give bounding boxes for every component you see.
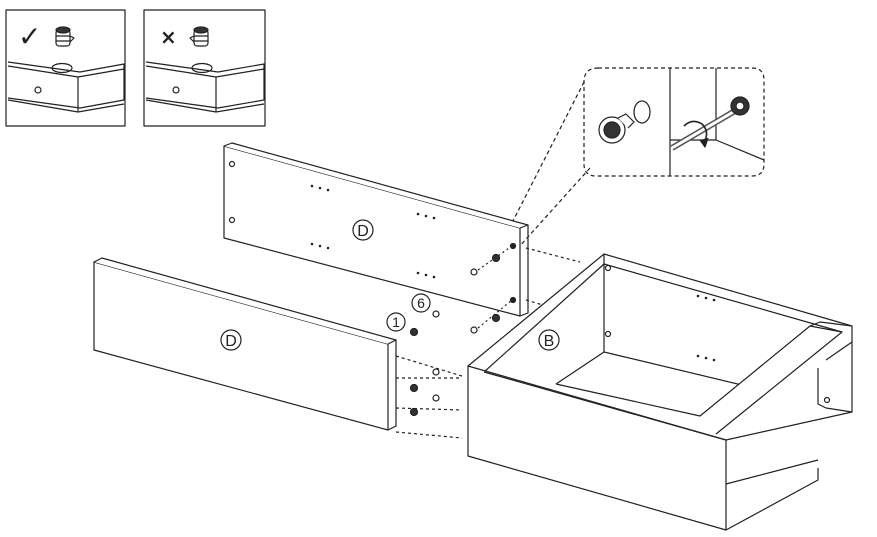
front-panel-connectors bbox=[395, 355, 463, 439]
part-callouts: 1 6 bbox=[386, 293, 440, 337]
detail-callout bbox=[583, 67, 765, 177]
back-panel-d: D bbox=[223, 142, 529, 317]
label-front-panel: D bbox=[225, 333, 237, 350]
cross-mark: × bbox=[160, 25, 177, 49]
label-part-1: 1 bbox=[392, 314, 400, 330]
inset-wrong-orientation: × bbox=[143, 9, 266, 127]
cam-lock-detail-icon bbox=[598, 113, 635, 144]
label-back-panel: D bbox=[357, 223, 369, 240]
check-mark: ✓ bbox=[18, 20, 41, 53]
cam-lock-icon bbox=[189, 26, 209, 47]
screwdriver-icon bbox=[670, 96, 750, 151]
drawer-box-b: B bbox=[467, 253, 853, 531]
label-box: B bbox=[544, 333, 555, 350]
rotate-arrow-icon bbox=[683, 120, 709, 148]
cam-lock-icon bbox=[55, 26, 75, 47]
inset-correct-orientation: ✓ bbox=[5, 9, 126, 127]
front-panel-d: D bbox=[93, 257, 397, 431]
label-part-6: 6 bbox=[417, 295, 425, 311]
back-panel-connectors bbox=[470, 245, 581, 334]
